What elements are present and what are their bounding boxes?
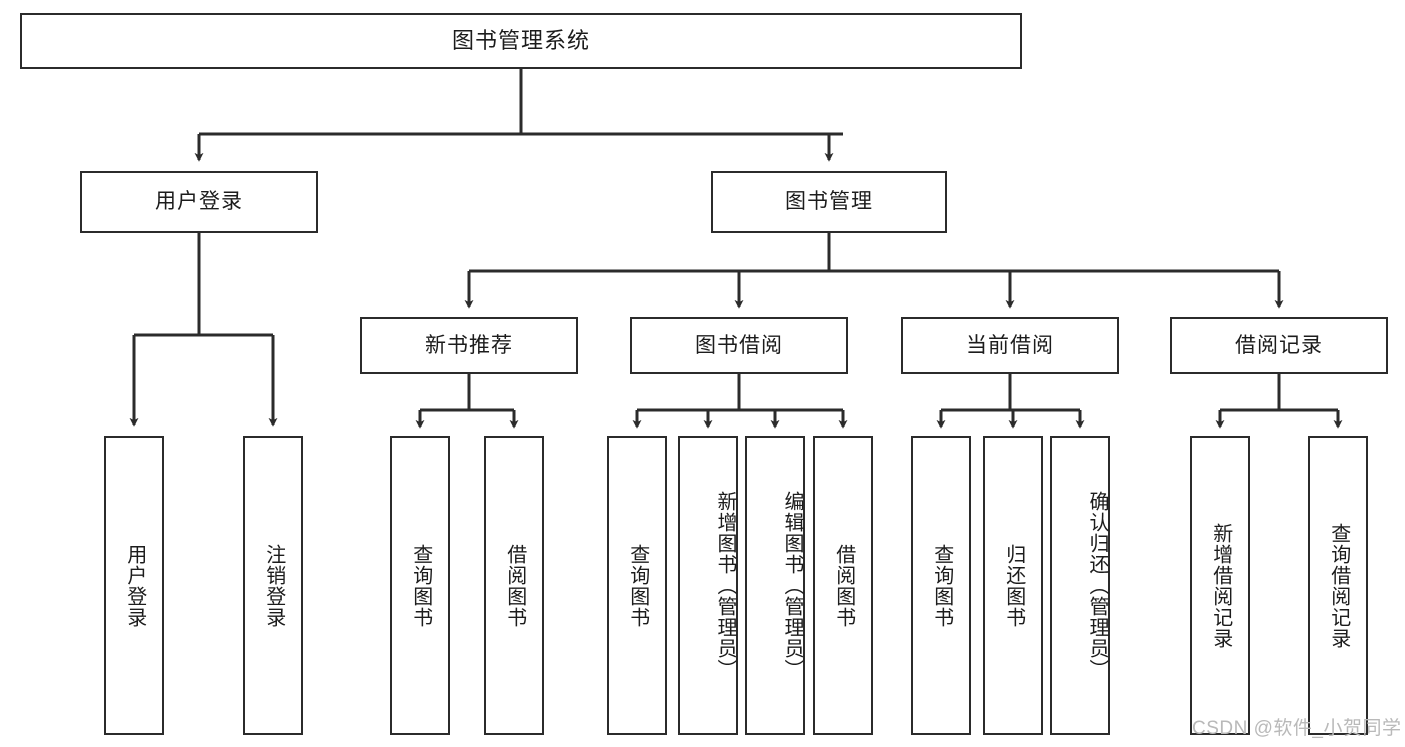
node-label: 查询图书 <box>930 543 953 628</box>
node-label: 图书借阅 <box>695 333 783 357</box>
leaf-confirm-return-admin[interactable]: 确认归还（管理员） <box>1050 436 1110 735</box>
leaf-add-book-admin[interactable]: 新增图书（管理员） <box>678 436 738 735</box>
node-label: 编辑图书（管理员） <box>781 491 803 680</box>
leaf-borrow-book[interactable]: 借阅图书 <box>813 436 873 735</box>
node-label: 查询借阅记录 <box>1327 522 1350 649</box>
node-label: 新增借阅记录 <box>1209 522 1232 649</box>
leaf-query-book-current[interactable]: 查询图书 <box>911 436 971 735</box>
node-label: 借阅记录 <box>1235 333 1323 357</box>
leaf-borrow-book-recommend[interactable]: 借阅图书 <box>484 436 544 735</box>
node-label: 新书推荐 <box>425 333 513 357</box>
node-label: 当前借阅 <box>966 333 1054 357</box>
leaf-edit-book-admin[interactable]: 编辑图书（管理员） <box>745 436 805 735</box>
node-root-system[interactable]: 图书管理系统 <box>20 13 1022 69</box>
node-label: 用户登录 <box>123 543 146 628</box>
node-label: 新增图书（管理员） <box>714 491 736 680</box>
csdn-watermark: CSDN @软件_小贺同学 <box>1192 718 1402 739</box>
node-label: 用户登录 <box>155 190 243 214</box>
leaf-query-book-recommend[interactable]: 查询图书 <box>390 436 450 735</box>
leaf-query-borrow-record[interactable]: 查询借阅记录 <box>1308 436 1368 735</box>
node-user-login[interactable]: 用户登录 <box>80 171 318 233</box>
node-label: 借阅图书 <box>832 543 855 628</box>
node-label: 图书管理系统 <box>451 27 590 53</box>
node-label: 查询图书 <box>626 543 649 628</box>
node-current-borrow[interactable]: 当前借阅 <box>901 317 1119 374</box>
node-book-borrow[interactable]: 图书借阅 <box>630 317 848 374</box>
node-label: 图书管理 <box>785 190 873 214</box>
node-label: 确认归还（管理员） <box>1086 491 1108 680</box>
node-label: 注销登录 <box>262 543 285 628</box>
leaf-query-book-borrow[interactable]: 查询图书 <box>607 436 667 735</box>
node-label: 借阅图书 <box>503 543 526 628</box>
leaf-user-login[interactable]: 用户登录 <box>104 436 164 735</box>
node-label: 归还图书 <box>1002 543 1025 628</box>
node-borrow-record[interactable]: 借阅记录 <box>1170 317 1388 374</box>
node-label: 查询图书 <box>409 543 432 628</box>
leaf-return-book[interactable]: 归还图书 <box>983 436 1043 735</box>
leaf-add-borrow-record[interactable]: 新增借阅记录 <box>1190 436 1250 735</box>
node-book-manage[interactable]: 图书管理 <box>711 171 947 233</box>
node-new-book-recommend[interactable]: 新书推荐 <box>360 317 578 374</box>
leaf-logout[interactable]: 注销登录 <box>243 436 303 735</box>
